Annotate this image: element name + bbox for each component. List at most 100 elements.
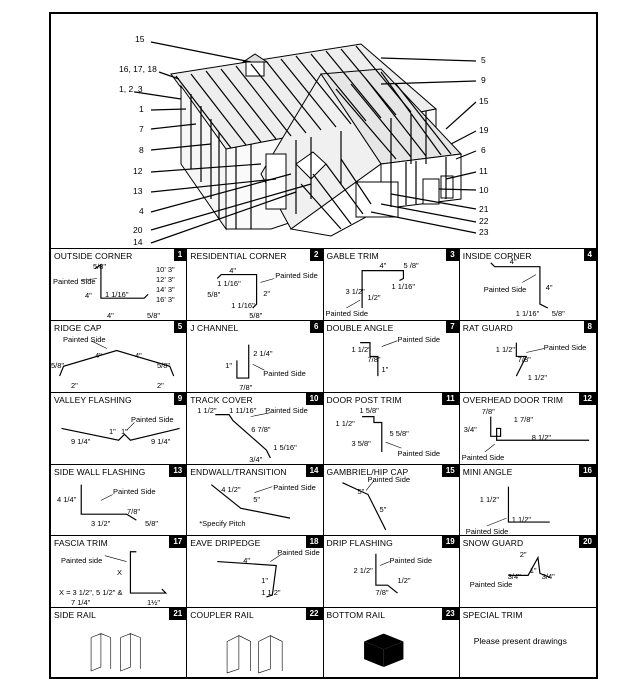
- dim-label: 4 1/4": [57, 494, 77, 504]
- painted-side-label: Painted Side: [277, 548, 320, 558]
- panel-number: 12: [579, 392, 596, 405]
- dim-label: 9 1/4": [151, 436, 171, 446]
- panel-number: 7: [446, 320, 459, 333]
- callout-20: 20: [133, 225, 143, 235]
- panel-title: RAT GUARD: [462, 322, 513, 333]
- dim-label: 5/8": [51, 360, 65, 370]
- panel-title: INSIDE CORNER: [462, 251, 532, 261]
- dim-label: 5": [357, 486, 365, 496]
- panel-special-trim: SPECIAL TRIM Please present drawings: [459, 607, 596, 679]
- dim-label: 1 1/2": [527, 372, 548, 382]
- panel-number: 6: [310, 320, 323, 333]
- painted-side-label: Painted Side: [461, 452, 505, 462]
- dim-label: 1 1/16": [391, 282, 416, 291]
- dim-label: 2 1/4": [253, 348, 273, 358]
- profile-drawing: [211, 483, 291, 519]
- panel-title: OUTSIDE CORNER: [54, 251, 133, 261]
- panel-j-channel: J CHANNEL 6 2 1/4" 1" Painted Side 7/8": [187, 319, 324, 392]
- dim-label: 4": [229, 266, 237, 275]
- dim-label: 6 7/8": [251, 424, 271, 434]
- profile-drawing: [486, 486, 550, 526]
- profile-drawing: [508, 556, 550, 579]
- painted-side-label: Painted Side: [465, 526, 509, 536]
- pitch-note: *Specify Pitch: [199, 518, 246, 528]
- panel-valley-flashing: VALLEY FLASHING 9 Painted Side 1" 1" 9 1…: [51, 391, 188, 464]
- dim-label: 5/8": [249, 311, 263, 320]
- painted-side-label: Painted Side: [367, 474, 411, 484]
- profile-drawing: [81, 263, 149, 299]
- callout-6: 6: [481, 145, 486, 155]
- length-label: 14' 3": [156, 285, 175, 294]
- callout-1-2-3: 1, 2, 3: [119, 84, 143, 94]
- dim-label: 2": [519, 550, 527, 560]
- dim-label: 4": [135, 350, 142, 360]
- panel-number: 19: [441, 536, 459, 549]
- diagram-frame: 15 16, 17, 18 1, 2, 3 1 7 8 12 13 4 20 1…: [49, 12, 598, 679]
- panel-track-cover: TRACK COVER 10 1 1/2" 1 11/16" Painted S…: [187, 391, 324, 464]
- dim-label: 3/4": [507, 572, 521, 582]
- panel-endwall-transition: ENDWALL/TRANSITION 14 4 1/2" Painted Sid…: [187, 463, 324, 536]
- callout-15b: 15: [479, 96, 489, 106]
- dim-label: 5 /8": [403, 261, 419, 270]
- panel-number: 14: [305, 464, 323, 477]
- panel-title: SNOW GUARD: [462, 538, 524, 549]
- panel-number: 16: [579, 464, 596, 477]
- dim-label: 1 1/16": [231, 301, 255, 310]
- dim-label: 3/4": [463, 424, 477, 434]
- profile-drawing: [490, 262, 548, 309]
- dim-label: 1 1/16": [515, 309, 540, 318]
- profile-drawing: [80, 484, 137, 521]
- dim-label: 5/8": [551, 309, 565, 318]
- dim-label: 5/8": [147, 311, 161, 320]
- panel-number: 15: [441, 464, 459, 477]
- profile-drawing: [236, 344, 265, 379]
- panel-snow-guard: SNOW GUARD 20 2" 1" Painted Side 3/4" 3/…: [459, 535, 596, 607]
- dim-label: 3 1/2": [345, 287, 365, 296]
- panel-title: SIDE RAIL: [54, 610, 96, 621]
- dim-label: 1 11/16": [229, 405, 257, 415]
- dim-label: 4 1/2": [221, 484, 241, 494]
- dim-label: 3/4": [249, 454, 263, 464]
- profile-drawing: [345, 270, 404, 309]
- painted-side-label: Painted side: [61, 556, 103, 566]
- painted-side-label: Painted Side: [265, 405, 308, 415]
- callout-leaders: [134, 41, 477, 244]
- panel-title: VALLEY FLASHING: [54, 394, 132, 405]
- dim-label: 7/8": [517, 354, 531, 364]
- painted-side-label: Painted Side: [389, 556, 433, 566]
- callout-5: 5: [481, 55, 486, 65]
- panel-bottom-rail: BOTTOM RAIL 23: [323, 607, 460, 679]
- dim-label: 9 1/4": [71, 436, 91, 446]
- callout-10: 10: [479, 185, 489, 195]
- panel-number: 2: [310, 249, 323, 261]
- panel-number: 11: [442, 392, 459, 405]
- panel-rat-guard: RAT GUARD 8 1 1/2" Painted Side 7/8" 1 1…: [459, 319, 596, 392]
- dim-note: X = 3 1/2", 5 1/2" &: [59, 588, 123, 598]
- painted-side-label: Painted Side: [63, 334, 106, 344]
- profile-drawing: [215, 412, 272, 458]
- profile-drawing: [341, 480, 386, 530]
- panel-number: 3: [446, 249, 459, 261]
- panel-number: 21: [169, 608, 187, 621]
- dim-label: 1": [261, 576, 269, 586]
- side-rail-sketch: [90, 633, 141, 672]
- corrugation-lines: [175, 45, 452, 230]
- dim-label: 1/2": [397, 576, 411, 586]
- panel-title: DOOR POST TRIM: [326, 394, 402, 405]
- panel-number: 17: [169, 536, 187, 549]
- dim-label: 5/8": [93, 262, 107, 271]
- panel-number: 10: [305, 392, 323, 405]
- dim-label: 2 1/2": [353, 566, 373, 576]
- panel-drip-flashing: DRIP FLASHING 19 Painted Side 2 1/2" 1/2…: [323, 535, 460, 608]
- length-label: 10' 3": [156, 265, 175, 274]
- dim-label: 5/8": [207, 290, 221, 299]
- dim-label: 4": [545, 283, 553, 292]
- painted-side-label: Painted Side: [113, 486, 156, 496]
- dim-label: 1": [529, 566, 537, 576]
- dim-label: 5 5/8": [389, 428, 409, 438]
- dim-label: 3 5/8": [351, 438, 371, 448]
- dim-label: 3/4": [541, 572, 555, 582]
- dim-label: 1 1/2": [495, 344, 516, 354]
- trim-grid: OUTSIDE CORNER 1 5/8" Painted Side 4" 1 …: [51, 248, 596, 679]
- callout-14: 14: [133, 237, 143, 247]
